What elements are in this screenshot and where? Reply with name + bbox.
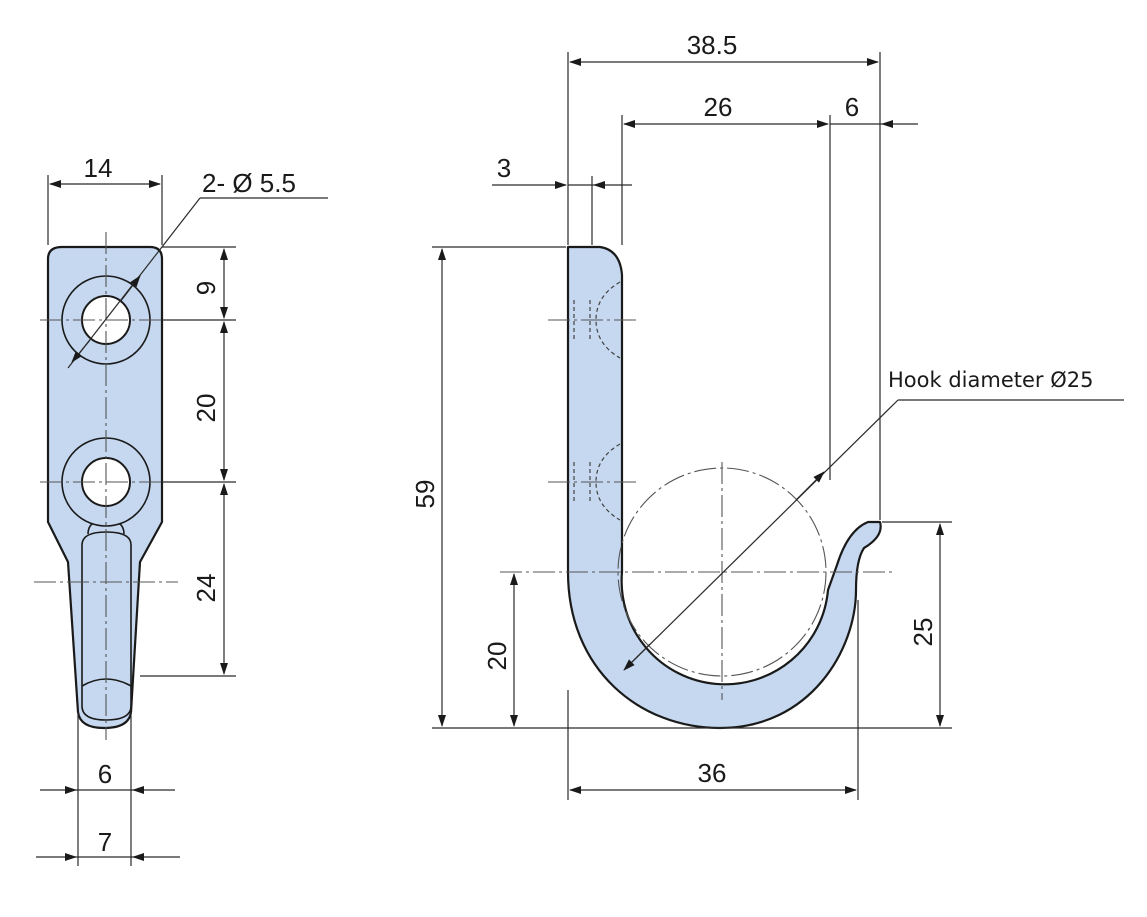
front-shaft xyxy=(81,531,132,721)
dim-front-width: 14 xyxy=(84,153,113,183)
dim-overall-height: 59 xyxy=(410,480,440,509)
side-view: 38.5 26 6 3 59 20 25 36 Hook di xyxy=(410,30,1124,800)
dim-front-hole-spacing: 20 xyxy=(191,394,221,423)
dim-thickness: 3 xyxy=(497,153,511,183)
front-view: 14 2- Ø 5.5 9 20 24 6 7 xyxy=(34,153,328,866)
hook-diameter-note: Hook diameter Ø25 xyxy=(888,368,1093,392)
dim-front-tip-7: 7 xyxy=(98,827,112,857)
hidden-hole-top xyxy=(595,281,621,359)
dim-front-lower-length: 24 xyxy=(191,574,221,603)
hidden-hole-bottom xyxy=(595,443,621,521)
dim-inner-width: 26 xyxy=(704,92,733,122)
dim-front-top-9: 9 xyxy=(191,281,221,295)
dim-base-width: 36 xyxy=(698,758,727,788)
dim-bottom-height: 20 xyxy=(482,642,512,671)
side-hook-body xyxy=(566,245,882,730)
hole-note: 2- Ø 5.5 xyxy=(202,168,296,198)
dim-front-tip-6: 6 xyxy=(98,759,112,789)
dim-overall-width: 38.5 xyxy=(687,30,738,60)
dim-lip-height: 25 xyxy=(908,618,938,647)
dim-lip-width: 6 xyxy=(845,92,859,122)
